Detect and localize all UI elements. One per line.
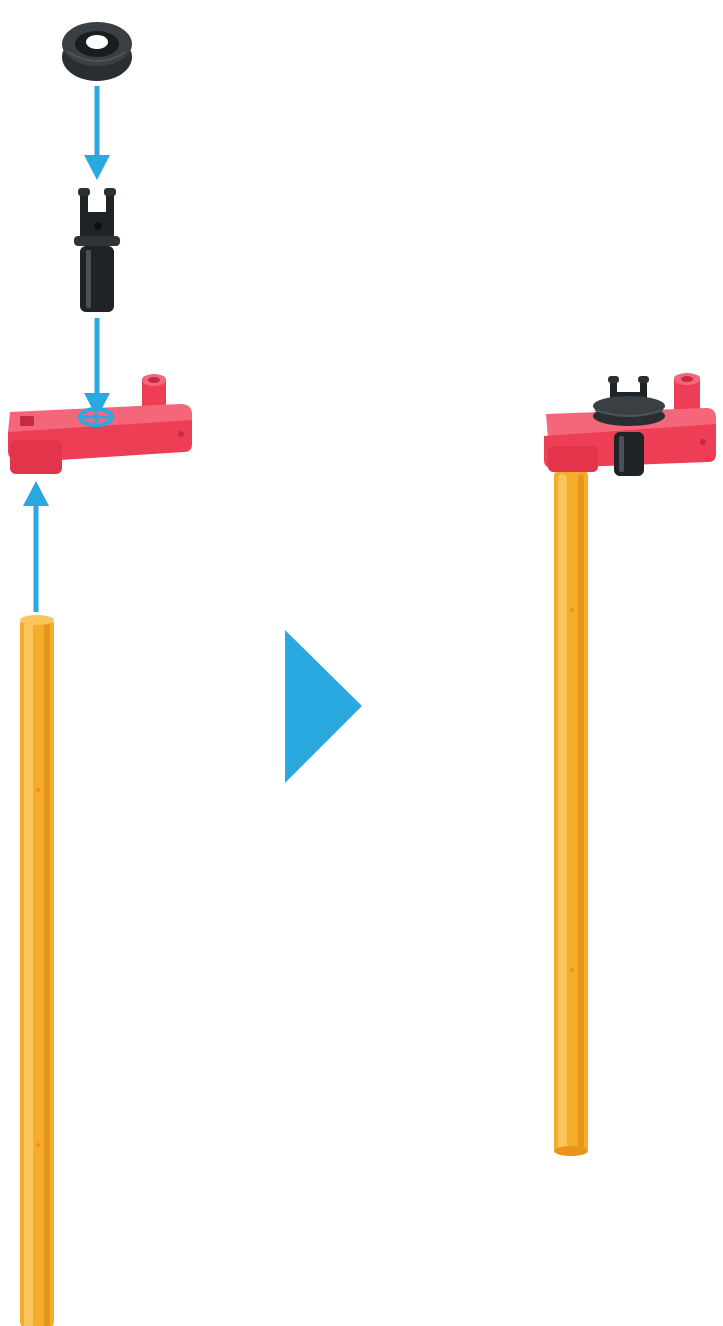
- arrow-down-icon: [84, 318, 110, 418]
- rubber-grommet-part: [593, 396, 665, 426]
- exploded-view: [8, 22, 192, 1326]
- yellow-rod-part: [20, 615, 54, 1326]
- arrow-up-icon: [23, 481, 49, 612]
- red-crank-part: [8, 374, 192, 474]
- target-marker-icon: [80, 407, 112, 427]
- yellow-rod-part: [554, 470, 588, 1156]
- assembled-view: [544, 373, 716, 1156]
- arrow-down-icon: [84, 86, 110, 180]
- black-pin-part: [74, 188, 120, 312]
- rubber-grommet-part: [62, 22, 132, 81]
- triangle-right-icon: [285, 630, 362, 783]
